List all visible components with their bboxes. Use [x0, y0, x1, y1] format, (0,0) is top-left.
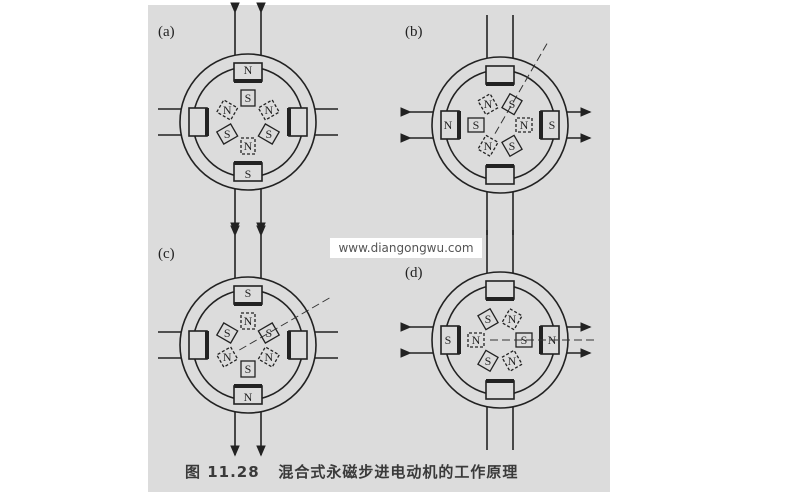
rotor-tooth-rear	[257, 346, 281, 368]
rotor-tooth-label: N	[244, 314, 253, 328]
rotor-tooth-label: S	[521, 333, 528, 347]
rotor-tooth-rear	[215, 346, 239, 368]
rotor-tooth-label: N	[520, 118, 529, 132]
rotor-hub	[233, 330, 263, 360]
rotor-tooth-label: S	[224, 127, 231, 141]
panel-label: (d)	[405, 265, 423, 281]
pole-face-top	[234, 302, 262, 306]
rotor-tooth-label: S	[265, 127, 272, 141]
panel-label: (b)	[405, 24, 423, 40]
stator-pole-label-bottom: S	[245, 167, 252, 181]
pole-face-top	[486, 82, 514, 86]
watermark: www.diangongwu.com	[330, 238, 482, 258]
pole-face-bottom	[234, 384, 262, 388]
rotor-hub	[485, 110, 515, 140]
rotor-tooth-rear	[501, 349, 523, 373]
pole-face-left	[457, 111, 461, 139]
stator-pole-label-top: S	[245, 286, 252, 300]
rotor-tooth-label: S	[509, 139, 516, 153]
stator-pole-bottom	[485, 165, 515, 185]
rotor-hub	[485, 325, 515, 355]
stator-pole-right	[288, 330, 308, 360]
rotor-tooth-front	[240, 360, 256, 378]
stator-pole-label-left: N	[444, 118, 453, 132]
figure-caption: 图 11.28 混合式永磁步进电动机的工作原理	[185, 463, 519, 481]
rotor-axis-line	[239, 297, 331, 351]
rotor-tooth-front	[467, 117, 485, 133]
stator-pole-right	[288, 107, 308, 137]
pole-face-left	[205, 108, 209, 136]
rotor-tooth-front	[477, 349, 499, 373]
rotor-tooth-rear	[515, 117, 533, 133]
rotor-tooth-label: S	[473, 118, 480, 132]
panel-label: (c)	[158, 246, 175, 262]
rotor-tooth-label: N	[484, 139, 493, 153]
rotor-tooth-rear	[215, 99, 239, 121]
rotor-tooth-label: S	[485, 354, 492, 368]
stator-pole-label-left: S	[445, 333, 452, 347]
rotor-tooth-front	[477, 307, 499, 331]
rotor-tooth-rear	[240, 137, 256, 155]
pole-face-left	[457, 326, 461, 354]
stator-pole-left	[188, 330, 208, 360]
rotor-tooth-label: N	[223, 103, 232, 117]
rotor-tooth-label: N	[472, 333, 481, 347]
rotor-tooth-rear	[240, 312, 256, 330]
stator-pole-left	[188, 107, 208, 137]
rotor-tooth-front	[501, 134, 523, 158]
rotor-tooth-rear	[477, 134, 499, 158]
rotor-tooth-label: S	[265, 326, 272, 340]
pole-face-bottom	[486, 379, 514, 383]
pole-face-right	[287, 331, 291, 359]
rotor-tooth-label: S	[224, 326, 231, 340]
rotor-tooth-front	[215, 322, 239, 344]
stator-pole-bottom	[485, 380, 515, 400]
pole-face-left	[205, 331, 209, 359]
rotor-tooth-front	[257, 123, 281, 145]
rotor-tooth-rear	[501, 307, 523, 331]
pole-face-right	[539, 111, 543, 139]
pole-face-bottom	[486, 164, 514, 168]
pole-face-right	[287, 108, 291, 136]
rotor-axis-line	[494, 42, 548, 134]
pole-face-top	[486, 297, 514, 301]
rotor-tooth-rear	[467, 332, 485, 348]
rotor-tooth-front	[215, 123, 239, 145]
stator-pole-label-top: N	[244, 63, 253, 77]
rotor-tooth-label: N	[223, 350, 232, 364]
rotor-tooth-rear	[477, 92, 499, 116]
rotor-tooth-label: N	[264, 350, 273, 364]
stator-pole-label-bottom: N	[244, 390, 253, 404]
rotor-tooth-label: N	[484, 97, 493, 111]
rotor-hub	[233, 107, 263, 137]
stator-pole-top	[485, 65, 515, 85]
rotor-tooth-label: N	[244, 139, 253, 153]
panel-label: (a)	[158, 24, 175, 40]
stator-pole-label-right: S	[549, 118, 556, 132]
rotor-tooth-label: S	[245, 91, 252, 105]
rotor-tooth-label: S	[509, 97, 516, 111]
pole-face-bottom	[234, 161, 262, 165]
rotor-tooth-rear	[257, 99, 281, 121]
rotor-tooth-label: S	[485, 312, 492, 326]
stator-pole-top	[485, 280, 515, 300]
rotor-tooth-label: N	[508, 312, 517, 326]
rotor-tooth-label: N	[508, 354, 517, 368]
rotor-tooth-label: N	[264, 103, 273, 117]
rotor-tooth-label: S	[245, 362, 252, 376]
rotor-tooth-front	[240, 89, 256, 107]
pole-face-top	[234, 79, 262, 83]
